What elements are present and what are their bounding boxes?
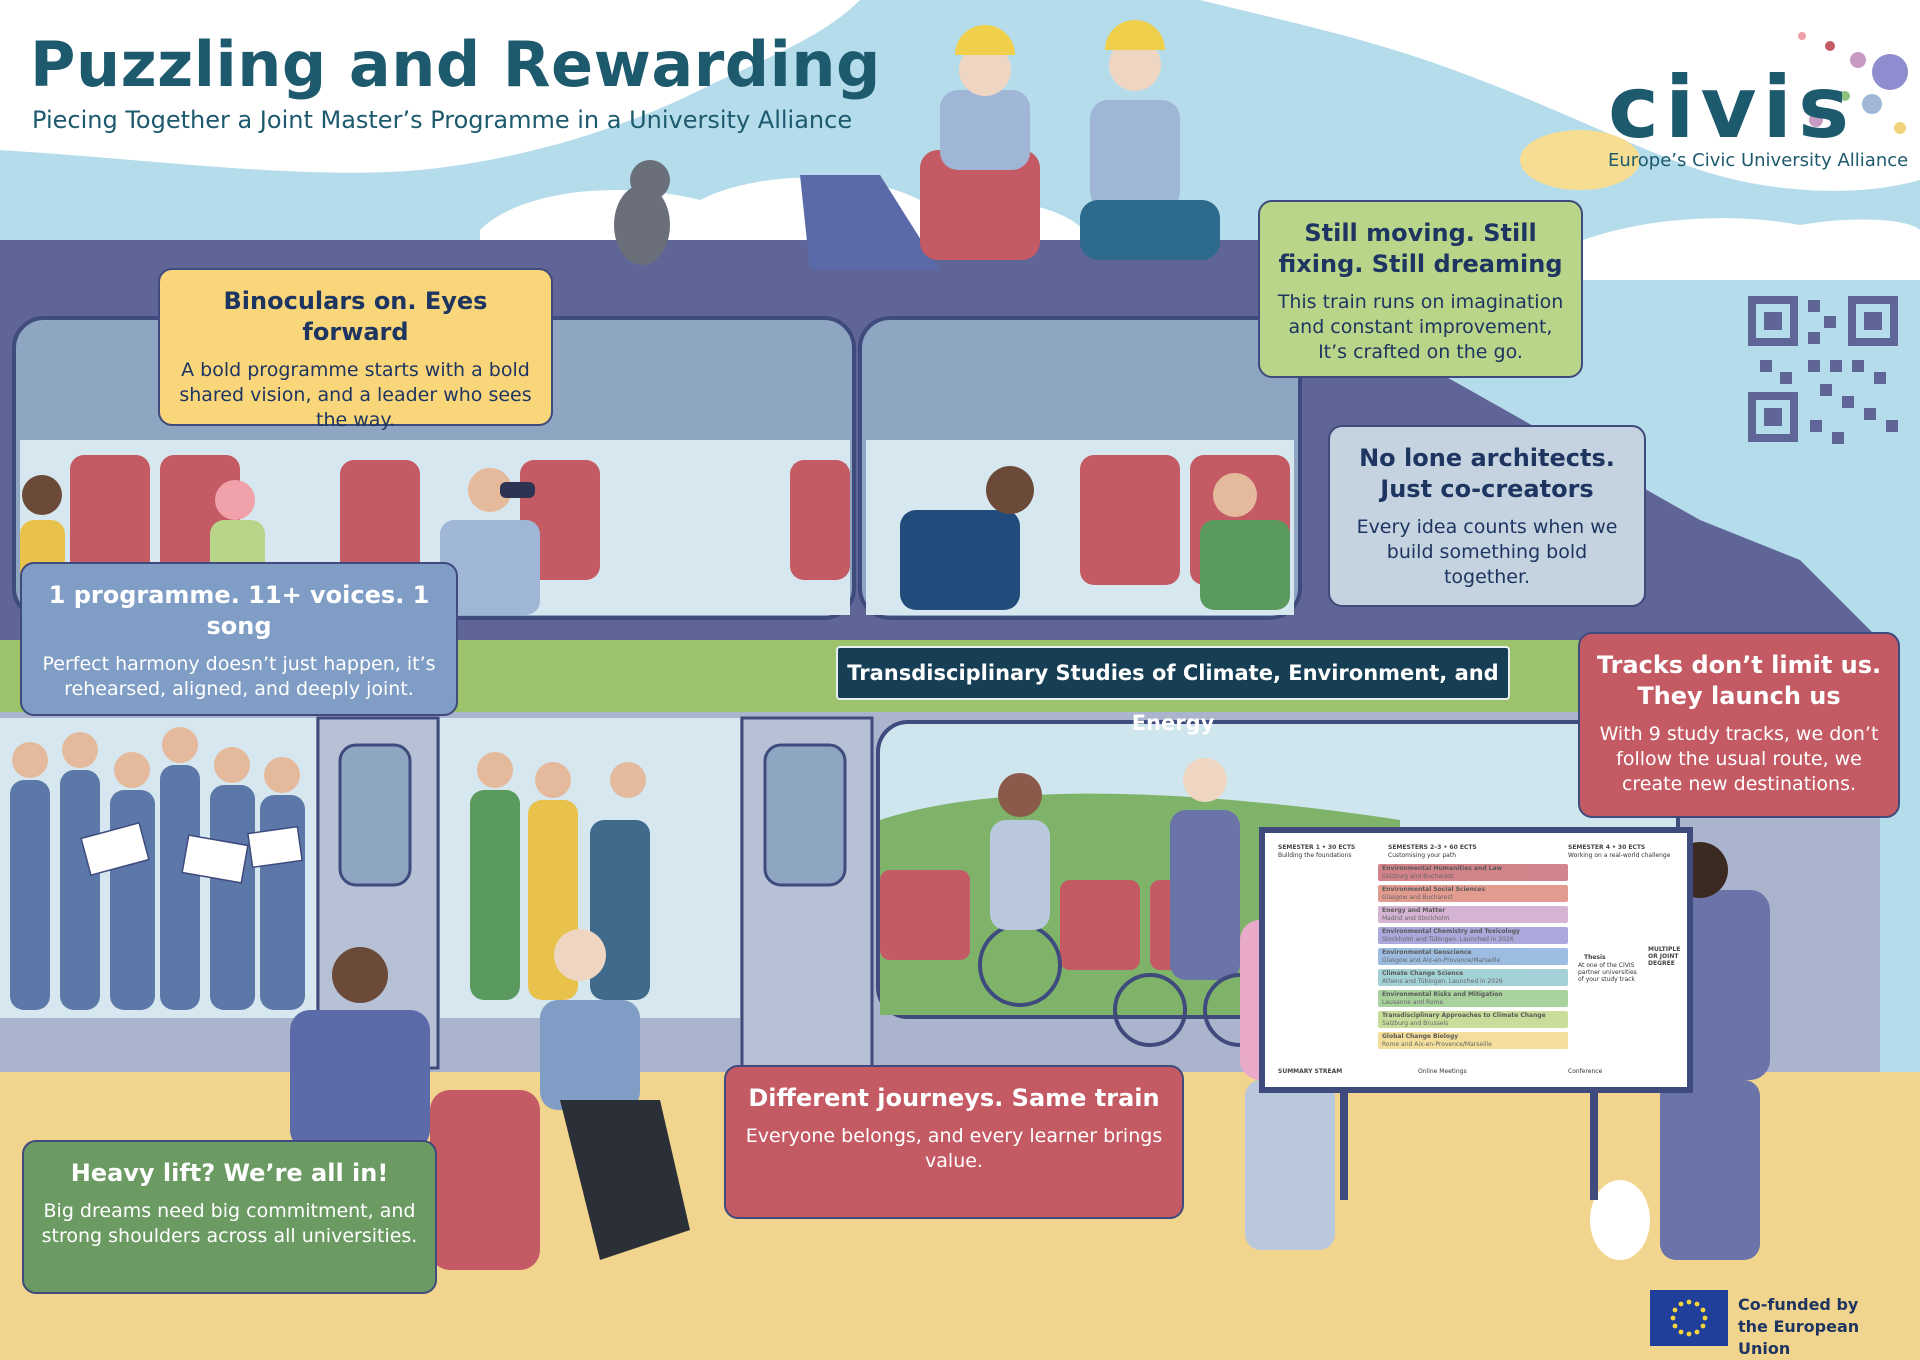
- eu-stars-icon: [1670, 1299, 1708, 1337]
- track-place: Stockholm and Tübingen. Launched in 2026: [1382, 936, 1514, 943]
- callout-body: Every idea counts when we build somethin…: [1356, 516, 1618, 588]
- board-col1-sub: Building the foundations: [1278, 852, 1352, 859]
- board-degree: MULTIPLE OR JOINT DEGREE: [1648, 946, 1681, 967]
- track-place: Athens and Tübingen. Launched in 2026: [1382, 978, 1503, 985]
- cloud-right: [1560, 218, 1920, 280]
- callout-body: Perfect harmony doesn’t just happen, it’…: [42, 653, 436, 700]
- track-name: Transdisciplinary Approaches to Climate …: [1382, 1012, 1546, 1019]
- suitcase: [430, 1090, 540, 1270]
- board-col2-sub: Customising your path: [1388, 852, 1457, 859]
- cloud-top-right: [1200, 0, 1920, 191]
- track-name: Environmental Humanities and Law: [1382, 865, 1503, 872]
- callout-body: This train runs on imagination and const…: [1277, 291, 1564, 363]
- board-col1: SEMESTER 1 • 30 ECTS: [1278, 844, 1356, 851]
- track-name: Environmental Chemistry and Toxicology: [1382, 928, 1520, 935]
- callout-body: A bold programme starts with a bold shar…: [179, 359, 532, 431]
- binoculars-icon: [500, 482, 535, 498]
- board-col2: SEMESTERS 2–3 • 60 ECTS: [1388, 844, 1477, 851]
- track-row: Transdisciplinary Approaches to Climate …: [1378, 1011, 1568, 1028]
- cat: [614, 160, 670, 265]
- callout-body: Big dreams need big commitment, and stro…: [41, 1200, 418, 1247]
- board-leg-right: [1590, 1090, 1598, 1200]
- civis-logo-dots: [1798, 32, 1908, 134]
- callout-tracks: Tracks don’t limit us. They launch us Wi…: [1578, 632, 1900, 818]
- door-window-left: [338, 743, 412, 887]
- eu-flag-icon: [1650, 1290, 1728, 1346]
- callout-body: Everyone belongs, and every learner brin…: [745, 1125, 1163, 1172]
- sun: [1520, 130, 1640, 190]
- cyclist: [1113, 758, 1277, 1047]
- track-place: Madrid and Stockholm: [1382, 915, 1450, 922]
- board-col3-sub: Working on a real-world challenge: [1568, 852, 1671, 859]
- callout-heavy-lift: Heavy lift? We’re all in! Big dreams nee…: [22, 1140, 437, 1294]
- track-name: Environmental Social Sciences: [1382, 886, 1486, 893]
- door-window-right: [763, 743, 847, 887]
- callout-title: Heavy lift? We’re all in!: [70, 1159, 389, 1187]
- cloud-top-left: [0, 0, 860, 173]
- callout-still-moving: Still moving. Still fixing. Still dreami…: [1258, 200, 1583, 378]
- programme-banner: Transdisciplinary Studies of Climate, En…: [836, 646, 1510, 735]
- callout-different: Different journeys. Same train Everyone …: [724, 1065, 1184, 1219]
- track-place: Glasgow and Bucharest: [1382, 894, 1453, 901]
- wheelchair-user: [978, 773, 1062, 1007]
- track-place: Lausanne and Rome: [1382, 999, 1444, 1006]
- board-thesis-body: At one of the CIVIS partner universities…: [1578, 962, 1637, 983]
- roof-workers: [800, 20, 1220, 270]
- board-footer-right: Conference: [1568, 1068, 1603, 1075]
- track-place: Salzburg and Brussels: [1382, 1020, 1449, 1027]
- board-col3: SEMESTER 4 • 30 ECTS: [1568, 844, 1646, 851]
- track-name: Energy and Matter: [1382, 907, 1446, 914]
- track-name: Global Change Biology: [1382, 1033, 1459, 1040]
- board-leg-left: [1340, 1090, 1348, 1200]
- eu-line1: Co-funded by: [1738, 1295, 1859, 1314]
- poster-subtitle: Piecing Together a Joint Master’s Progra…: [32, 106, 853, 134]
- eu-funding: Co-funded by the European Union: [1650, 1290, 1900, 1358]
- track-place: Salzburg and Bucharest: [1382, 873, 1454, 880]
- board-content: SEMESTER 1 • 30 ECTS Building the founda…: [1268, 836, 1684, 1084]
- track-name: Climate Change Science: [1382, 970, 1464, 977]
- callout-one-programme: 1 programme. 11+ voices. 1 song Perfect …: [20, 562, 458, 716]
- callout-no-lone: No lone architects. Just co-creators Eve…: [1328, 425, 1646, 607]
- callout-title: Still moving. Still fixing. Still dreami…: [1278, 219, 1563, 278]
- civis-wordmark: civis: [1608, 58, 1856, 158]
- callout-title: Tracks don’t limit us. They launch us: [1596, 651, 1882, 710]
- eu-text: Co-funded by the European Union: [1738, 1294, 1900, 1360]
- callout-title: No lone architects. Just co-creators: [1359, 444, 1615, 503]
- callout-binoculars: Binoculars on. Eyes forward A bold progr…: [158, 268, 553, 431]
- callout-title: Binoculars on. Eyes forward: [223, 287, 488, 346]
- eu-line2: the European Union: [1738, 1317, 1860, 1358]
- track-place: Glasgow and Aix-en-Provence/Marseille: [1382, 957, 1501, 964]
- poster-title: Puzzling and Rewarding: [30, 28, 881, 101]
- civis-tagline: Europe’s Civic University Alliance: [1608, 150, 1909, 171]
- board-footer-mid: Online Meetings: [1418, 1068, 1467, 1075]
- callout-body: With 9 study tracks, we don’t follow the…: [1599, 723, 1879, 795]
- board-thesis: Thesis: [1584, 954, 1606, 961]
- choir-group: [10, 727, 305, 1010]
- qr-code-icon: [1748, 296, 1898, 444]
- track-name: Environmental Geoscience: [1382, 949, 1472, 956]
- callout-title: 1 programme. 11+ voices. 1 song: [48, 581, 430, 640]
- track-name: Environmental Risks and Mitigation: [1382, 991, 1503, 998]
- callout-title: Different journeys. Same train: [748, 1084, 1160, 1112]
- track-place: Rome and Aix-en-Provence/Marseille: [1382, 1041, 1492, 1048]
- dog: [1590, 1180, 1650, 1260]
- board-footer-left: SUMMARY STREAM: [1278, 1068, 1343, 1075]
